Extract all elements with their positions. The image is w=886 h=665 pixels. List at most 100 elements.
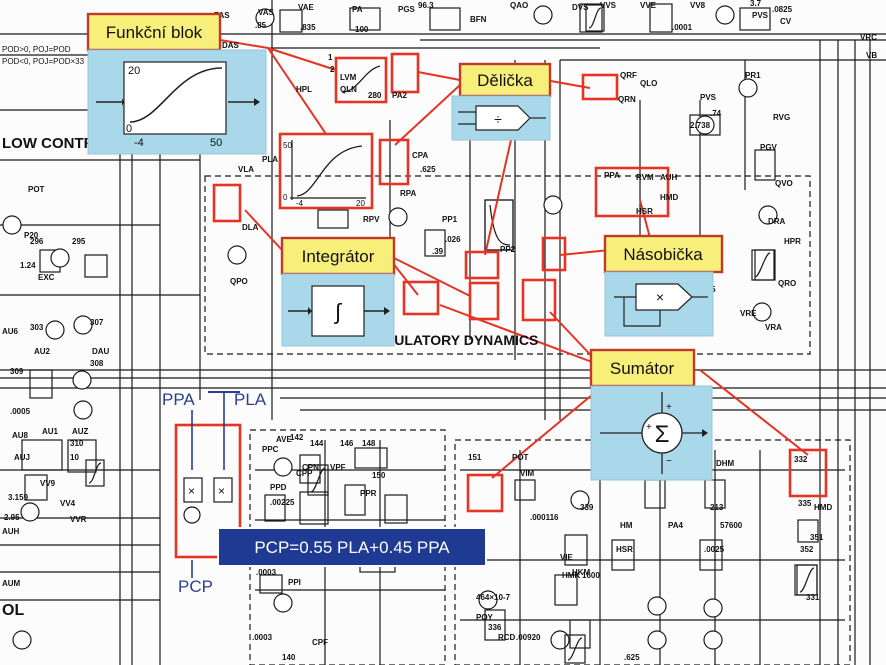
schematic-label: VVS: [600, 1, 617, 10]
left-note-1: POD>0, POJ=POD: [2, 45, 71, 54]
background-integrators: [85, 4, 818, 664]
schematic-label: DVS: [572, 3, 589, 12]
svg-text:+: +: [666, 402, 672, 413]
schematic-label: 3.159: [8, 493, 29, 502]
callout-delicka: Dělička ÷: [451, 62, 552, 141]
schematic-label: .625: [624, 653, 640, 662]
schematic-label: 1.24: [20, 261, 36, 270]
callout-label: Dělička: [477, 71, 533, 90]
schematic-label: 57600: [720, 521, 743, 530]
schematic-label: VLA: [238, 165, 254, 174]
schematic-label: .00225: [270, 498, 295, 507]
pla-label: PLA: [234, 390, 267, 409]
schematic-label: VV4: [60, 499, 76, 508]
schematic-label: 1600: [582, 571, 600, 580]
schematic-label: HPL: [296, 85, 312, 94]
schematic-label: .0003: [256, 568, 277, 577]
highlight-function-block-large: [278, 132, 374, 210]
equation-box: [217, 527, 487, 567]
schematic-label: HM: [620, 521, 633, 530]
schematic-label: .625: [420, 165, 436, 174]
schematic-label: QRF: [620, 71, 637, 80]
schematic-label: 2: [330, 65, 335, 74]
schematic-label: BFN: [470, 15, 487, 24]
schematic-label: 464×10-7: [476, 593, 511, 602]
small-sigmoid-ymin: 0: [283, 193, 288, 202]
highlight-pcp-block: [174, 423, 242, 559]
ppa-label: PPA: [162, 390, 195, 409]
schematic-label: PGS: [398, 5, 416, 14]
schematic-label: VIE: [560, 553, 574, 562]
schematic-label: VAE: [298, 3, 315, 12]
schematic-label: HKM: [572, 568, 591, 577]
schematic-label: CPN: [302, 463, 319, 472]
callout-funkcni-blok: Funkční blok 20 0 -4 50: [86, 12, 267, 155]
svg-text:×: ×: [188, 484, 195, 498]
schematic-label: AUM: [2, 579, 21, 588]
callout-nasobicka: Násobička ×: [603, 234, 724, 337]
schematic-label: POT: [512, 453, 529, 462]
schematic-label: 309: [10, 367, 24, 376]
summer-symbols: [2, 5, 778, 650]
highlight-divider-bottom: [464, 250, 500, 280]
schematic-label: HMK: [562, 571, 580, 580]
svg-text:−: −: [666, 456, 672, 467]
schematic-label: 332: [794, 455, 808, 464]
pcp-equation: PCP=0.55 PLA+0.45 PPA: [217, 527, 487, 567]
schematic-label: RPA: [400, 189, 417, 198]
sigmoid-ymin: 0: [126, 123, 132, 135]
schematic-label: 96.3: [418, 1, 434, 10]
schematic-label: 10: [70, 453, 79, 462]
left-note-2: POD<0, POJ=POD×33: [2, 57, 85, 66]
schematic-label: 140: [282, 653, 296, 662]
schematic-label: CPA: [412, 151, 429, 160]
sigmoid-xmin: -4: [134, 137, 144, 149]
schematic-label: AVE: [276, 435, 293, 444]
callout-label: Sumátor: [610, 359, 675, 378]
small-sigmoid-xmax: 20: [356, 199, 365, 208]
schematic-label: CPP: [296, 469, 313, 478]
divider-symbol: [475, 105, 531, 131]
schematic-label: VRE: [740, 309, 757, 318]
schematic-label: .85: [255, 21, 267, 30]
schematic-label: VB: [866, 51, 877, 60]
schematic-label: 280: [368, 91, 382, 100]
schematic-label: POY: [476, 613, 494, 622]
schematic-label: QAO: [510, 1, 528, 10]
schematic-label: 336: [488, 623, 502, 632]
schematic-label: .0025: [704, 545, 725, 554]
left-section-title: LOW CONTRO: [2, 135, 106, 152]
schematic-label: PA2: [392, 91, 408, 100]
schematic-label: VV9: [40, 479, 56, 488]
schematic-label: CPF: [312, 638, 328, 647]
sigmoid-curve: [129, 67, 223, 123]
schematic-label: 3.7: [750, 0, 762, 8]
sigmoid-xmax: 50: [210, 137, 222, 149]
schematic-label: PPR: [360, 489, 377, 498]
diagram-title: CIRCULATORY DYNAMICS: [360, 332, 538, 348]
schematic-label: LVM: [340, 73, 357, 82]
schematic-label: .000116: [530, 513, 559, 522]
schematic-label: PA: [352, 5, 363, 14]
schematic-label: .0005: [10, 407, 31, 416]
schematic-label: 296: [30, 237, 44, 246]
schematic-label: RVM: [636, 173, 654, 182]
schematic-label: PPI: [288, 578, 301, 587]
schematic-label: .39: [432, 247, 444, 256]
schematic-label: VAS: [258, 8, 275, 17]
schematic-label: PPD: [270, 483, 287, 492]
schematic-label: 308: [90, 359, 104, 368]
pcp-label: PCP: [178, 577, 213, 596]
schematic-label: POT: [28, 185, 45, 194]
schematic-label: DHM: [716, 459, 735, 468]
schematic-label: FAS: [214, 11, 230, 20]
schematic-label: HPR: [784, 237, 801, 246]
sigmoid-ymax: 20: [128, 65, 140, 77]
highlight-summer-right: [788, 448, 828, 498]
svg-text:+: +: [646, 422, 652, 433]
schematic-label: 148: [362, 439, 376, 448]
schematic-label: 144: [310, 439, 324, 448]
schematic-label: VPF: [330, 463, 346, 472]
schematic-label: VVE: [640, 1, 657, 10]
